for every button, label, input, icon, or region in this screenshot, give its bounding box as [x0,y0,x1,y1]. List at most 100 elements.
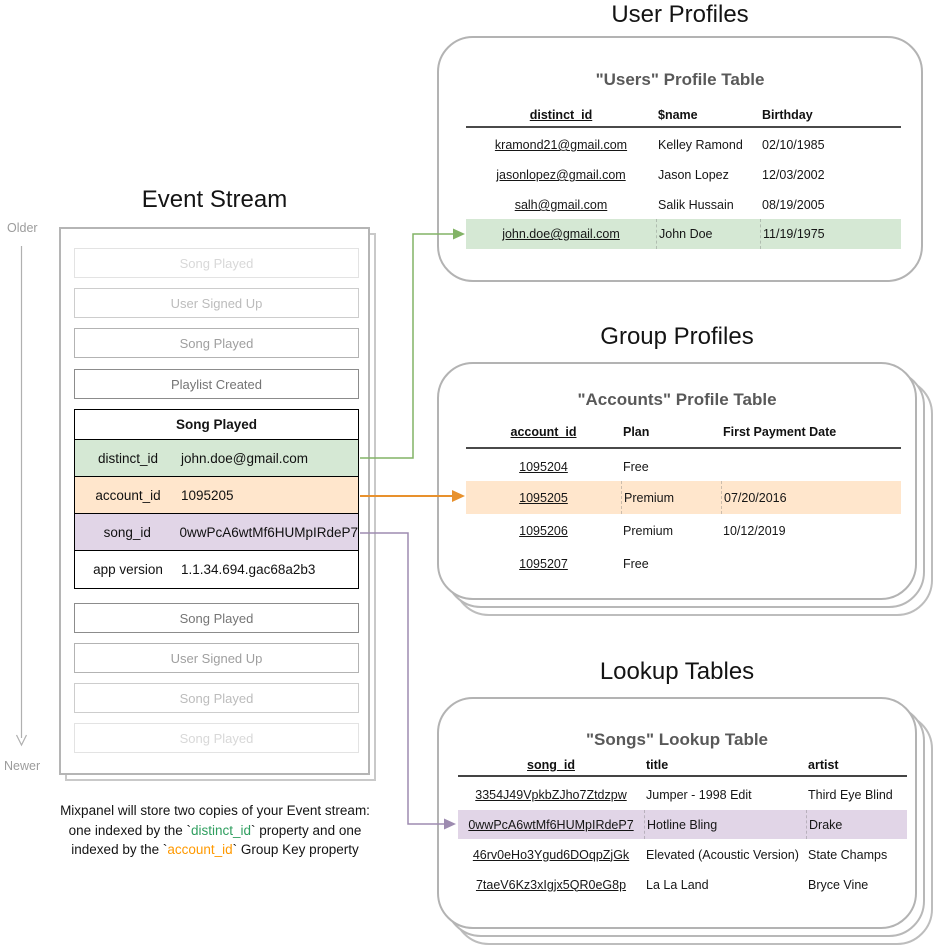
event-row: Song Played [74,683,359,713]
column-header: artist [808,758,839,772]
plan-cell: Premium [621,481,721,514]
distinct-id-code: distinct_id [190,822,252,838]
event-label: User Signed Up [170,650,263,666]
payment-date-cell: 07/20/2016 [721,481,901,514]
table-row: jasonlopez@gmail.com Jason Lopez 12/03/2… [466,160,901,190]
plan-cell: Free [623,459,649,474]
table-row-highlighted-orange: 1095205 Premium 07/20/2016 [466,481,901,514]
users-table-title: "Users" Profile Table [595,70,765,89]
users-table-header: distinct_id $name Birthday [466,103,901,127]
footer-line-2: one indexed by the `distinct_id` propert… [68,822,362,838]
account-id-code: account_id [167,842,233,857]
event-row: Song Played [74,328,359,358]
song-id-cell: 0wwPcA6wtMf6HUMpIRdeP7 [468,817,634,832]
property-key: song_id [103,524,151,540]
song-title-cell: Jumper - 1998 Edit [646,787,752,802]
artist-cell: Third Eye Blind [808,787,893,802]
event-row: Song Played [74,723,359,753]
birthday-cell: 08/19/2005 [762,198,825,212]
property-value: 1.1.34.694.gac68a2b3 [181,562,316,577]
footer-line-1: Mixpanel will store two copies of your E… [60,803,370,818]
column-header: account_id [510,425,577,439]
event-label: User Signed Up [170,295,263,311]
song-title-cell: Hotline Bling [644,810,806,839]
focused-event-card: Song Played distinct_id john.doe@gmail.c… [74,409,359,589]
timeline-arrowhead-icon [15,734,28,747]
event-label: Song Played [179,255,254,271]
event-row: User Signed Up [74,288,359,318]
name-cell: Salik Hussain [658,198,734,212]
event-label: Song Played [179,730,254,746]
table-row-highlighted-green: john.doe@gmail.com John Doe 11/19/1975 [466,219,901,249]
account-id-cell: 1095205 [519,490,568,505]
song-id-cell: 7taeV6Kz3xIgjx5QR0eG8p [475,877,627,892]
plan-cell: Free [623,556,649,571]
artist-cell: State Champs [808,847,888,862]
property-value: 0wwPcA6wtMf6HUMpIRdeP7 [179,524,358,540]
table-row: 1095206 Premium 10/12/2019 [466,514,901,547]
table-row: 46rv0eHo3Ygud6DOqpZjGk Elevated (Acousti… [458,840,907,869]
property-value: john.doe@gmail.com [181,450,309,466]
accounts-table-title: "Accounts" Profile Table [577,390,777,409]
property-key: account_id [95,487,161,503]
table-row: 3354J49VpkbZJho7Ztdzpw Jumper - 1998 Edi… [458,780,907,809]
song-id-cell: 3354J49VpkbZJho7Ztdzpw [475,787,627,802]
name-cell: John Doe [656,219,760,249]
event-row: Song Played [74,248,359,278]
accounts-table-header: account_id Plan First Payment Date [466,420,901,444]
account-id-cell: 1095207 [519,556,568,571]
event-row: Playlist Created [74,369,359,399]
footer-line-3: indexed by the `account_id` Group Key pr… [71,842,359,857]
songs-table-header: song_id title artist [458,753,907,777]
table-row: kramond21@gmail.com Kelley Ramond 02/10/… [466,130,901,160]
distinct-id-cell: kramond21@gmail.com [494,138,628,152]
song-id-cell: 46rv0eHo3Ygud6DOqpZjGk [472,847,630,862]
header-divider [466,126,901,128]
property-key: app version [93,562,163,577]
event-row: User Signed Up [74,643,359,673]
column-header: Plan [623,425,650,439]
birthday-cell: 02/10/1985 [762,138,825,152]
property-row-distinct-id: distinct_id john.doe@gmail.com [75,440,358,477]
table-row: 7taeV6Kz3xIgjx5QR0eG8p La La Land Bryce … [458,870,907,899]
header-divider [466,447,901,449]
distinct-id-cell: salh@gmail.com [514,198,608,212]
column-header: First Payment Date [723,425,837,439]
property-value: 1095205 [181,487,234,503]
birthday-cell: 12/03/2002 [762,168,825,182]
column-header: title [646,758,669,772]
artist-cell: Drake [806,810,907,839]
column-header: distinct_id [529,108,593,122]
songs-table-title: "Songs" Lookup Table [585,730,769,749]
artist-cell: Bryce Vine [808,877,869,892]
payment-date-cell [721,547,901,580]
user-profiles-title: User Profiles [611,1,749,28]
name-cell: Kelley Ramond [658,138,743,152]
song-title-cell: Elevated (Acoustic Version) [646,847,799,862]
distinct-id-cell: john.doe@gmail.com [502,227,620,241]
event-stream-title: Event Stream [141,186,288,213]
column-header: Birthday [762,108,813,122]
payment-date-cell: 10/12/2019 [723,523,786,538]
footer-note: Mixpanel will store two copies of your E… [10,801,420,860]
event-row: Song Played [74,603,359,633]
payment-date-cell [721,450,901,483]
lookup-tables-title: Lookup Tables [599,658,755,685]
plan-cell: Premium [623,523,674,538]
column-header: song_id [527,758,575,772]
event-label: Song Played [179,335,254,351]
account-id-cell: 1095204 [519,459,568,474]
group-profiles-title: Group Profiles [600,323,754,350]
older-label: Older [7,221,38,235]
song-title-cell: La La Land [646,877,709,892]
event-label: Song Played [179,610,254,626]
table-row: 1095207 Free [466,547,901,580]
event-label: Playlist Created [170,376,263,392]
distinct-id-cell: jasonlopez@gmail.com [496,168,626,182]
column-header: $name [658,108,698,122]
property-row-song-id: song_id 0wwPcA6wtMf6HUMpIRdeP7 [75,514,358,551]
table-row: salh@gmail.com Salik Hussain 08/19/2005 [466,190,901,220]
property-row-app-version: app version 1.1.34.694.gac68a2b3 [75,551,358,588]
name-cell: Jason Lopez [658,168,729,182]
